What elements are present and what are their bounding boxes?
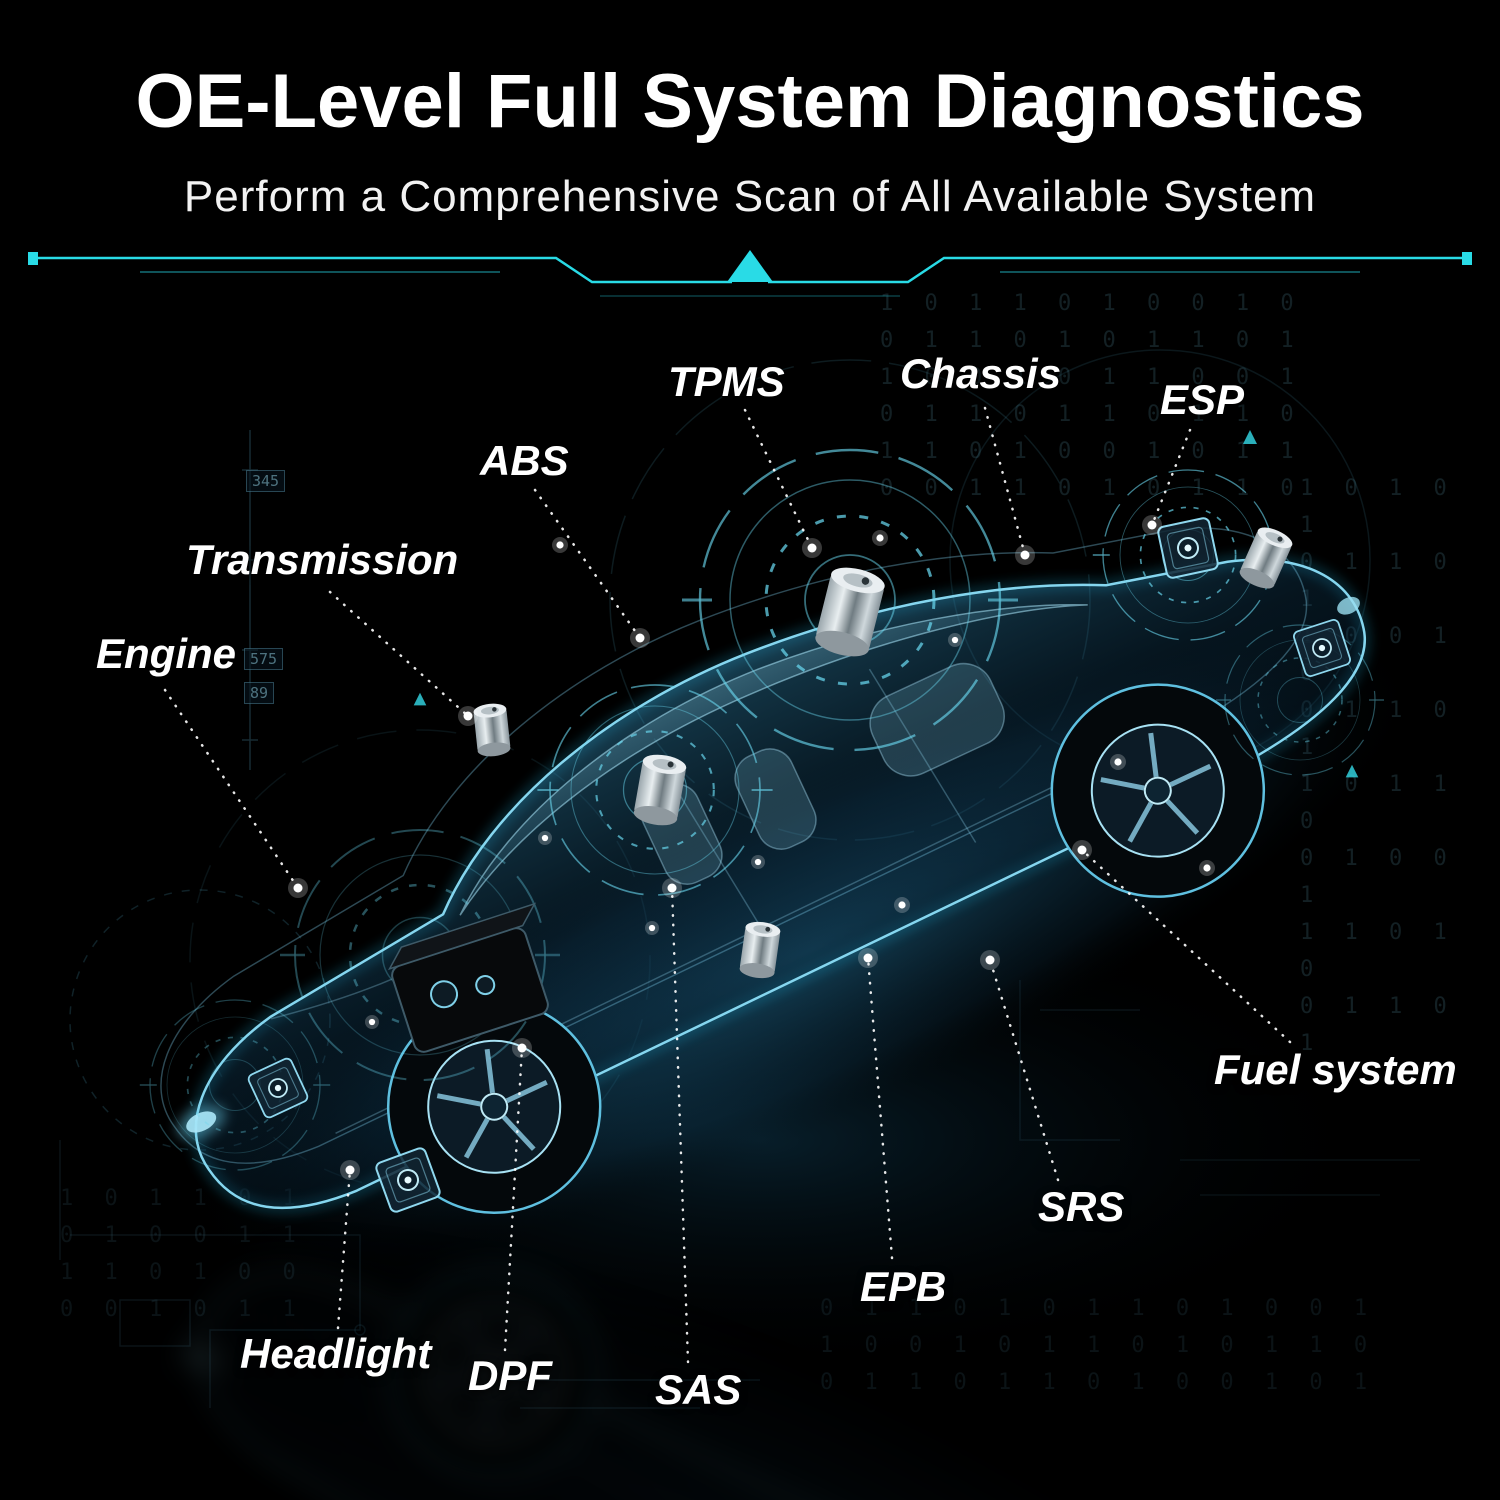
scale-marker: 345 xyxy=(246,470,286,492)
system-label-tpms: TPMS xyxy=(668,358,785,405)
system-label-fuel-system: Fuel system xyxy=(1214,1046,1457,1093)
engine-control-module xyxy=(387,902,549,1053)
system-label-chassis: Chassis xyxy=(900,350,1062,397)
center-triangle-icon xyxy=(727,250,773,282)
leader-line-chassis xyxy=(983,406,1027,557)
system-label-srs: SRS xyxy=(1038,1183,1125,1230)
leader-line-tpms xyxy=(743,408,814,550)
leader-line-sas xyxy=(670,886,690,1364)
leader-line-fuel-system xyxy=(1080,848,1292,1044)
system-label-engine: Engine xyxy=(96,630,237,677)
header-divider xyxy=(28,250,1472,297)
leader-line-srs xyxy=(988,958,1060,1182)
system-label-transmission: Transmission xyxy=(186,536,459,583)
system-label-esp: ESP xyxy=(1160,376,1245,423)
system-label-abs: ABS xyxy=(480,437,569,484)
rear-wheel xyxy=(1050,683,1266,898)
system-label-sas: SAS xyxy=(655,1366,742,1413)
car-glass xyxy=(459,603,1088,916)
leader-line-dpf xyxy=(503,1046,524,1352)
binary-texture: 1 0 1 1 0 1 0 0 1 0 0 1 1 0 1 0 1 1 0 1 … xyxy=(880,291,1303,501)
scale-marker: 89 xyxy=(244,682,275,704)
leader-line-headlight xyxy=(336,1168,352,1330)
system-label-headlight: Headlight xyxy=(240,1330,432,1377)
page-title: OE-Level Full System Diagnostics xyxy=(135,59,1365,144)
system-label-epb: EPB xyxy=(860,1263,947,1310)
leader-line-transmission xyxy=(328,590,470,718)
system-label-dpf: DPF xyxy=(468,1352,552,1399)
page-subtitle: Perform a Comprehensive Scan of All Avai… xyxy=(183,172,1317,221)
car-seats xyxy=(640,662,1005,885)
leader-line-abs xyxy=(533,488,642,640)
leader-lines xyxy=(163,406,1292,1364)
scale-marker: 575 xyxy=(244,648,284,670)
leader-line-engine xyxy=(163,688,300,890)
taillight-glow xyxy=(1337,596,1360,615)
leader-line-esp xyxy=(1150,428,1192,527)
